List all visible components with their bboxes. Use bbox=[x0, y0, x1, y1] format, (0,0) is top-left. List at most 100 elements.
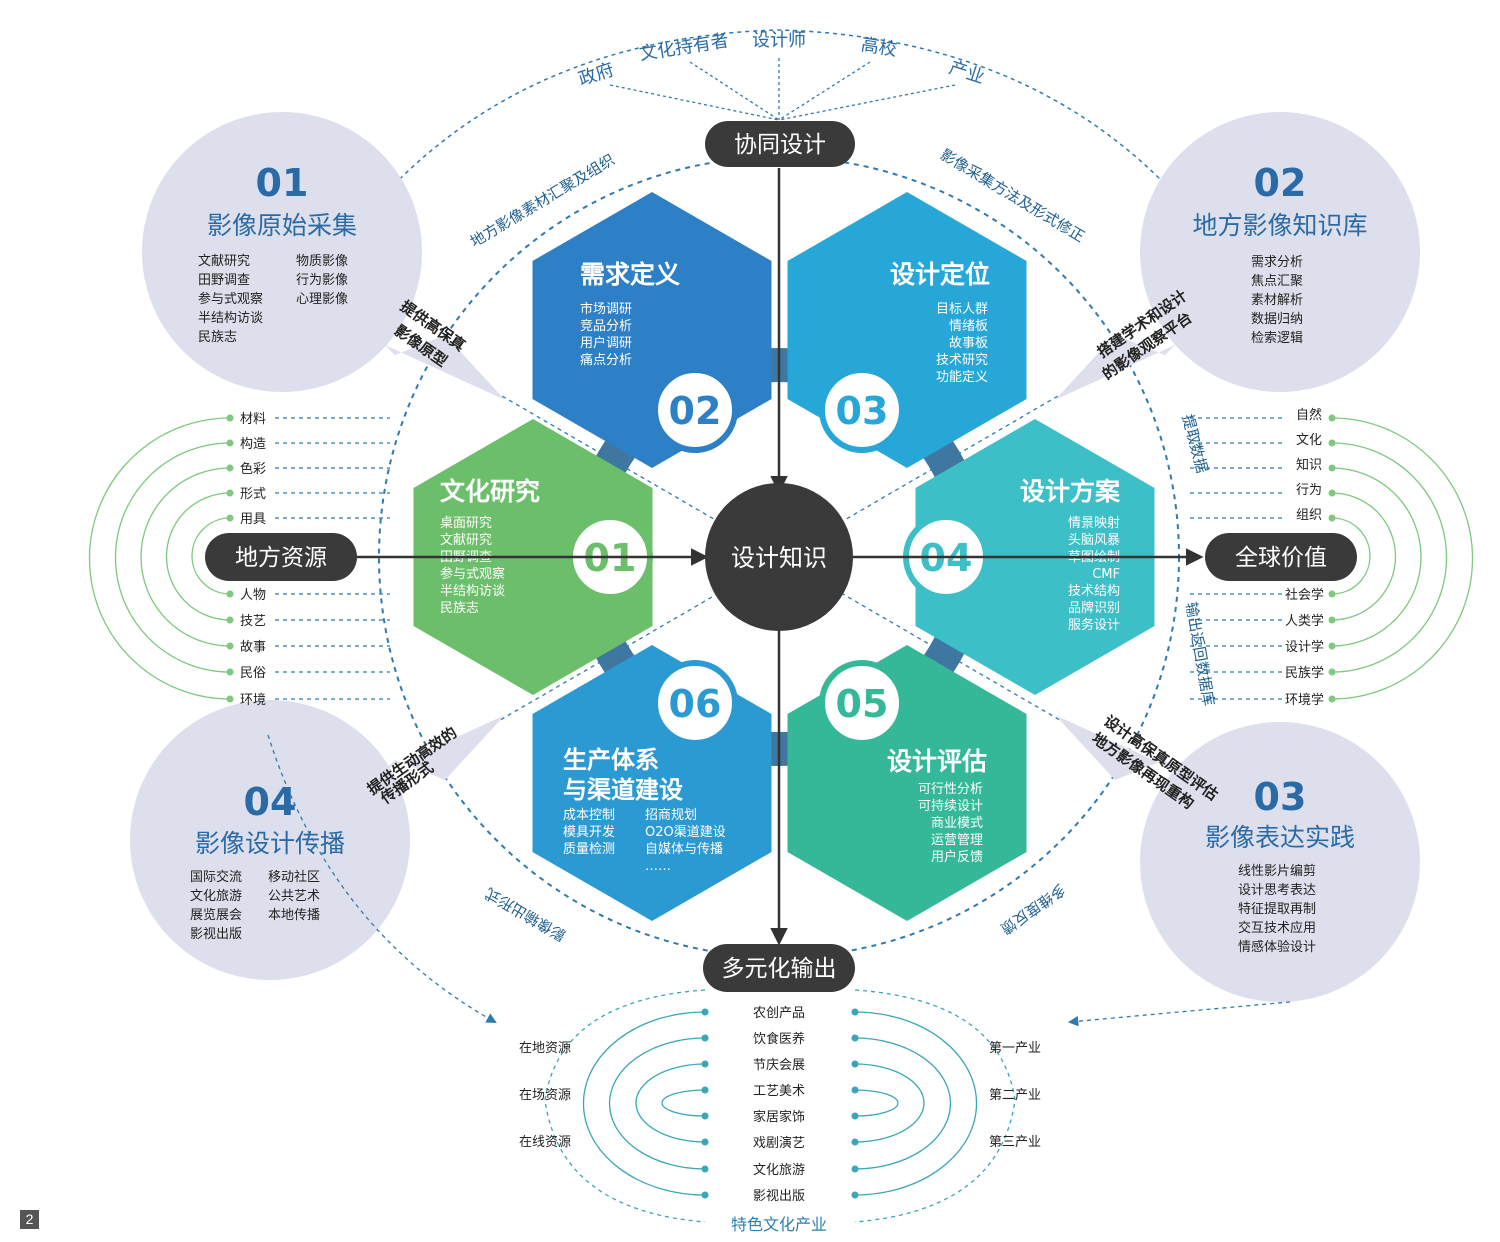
hexagon-05-item: 商业模式 bbox=[931, 816, 983, 831]
figure-number-badge: 2 bbox=[20, 1210, 39, 1229]
bubble-list-item: 交互技术应用 bbox=[1238, 920, 1316, 936]
bottom-resource-item: 在地资源 bbox=[519, 1041, 571, 1056]
hexagon-04-item: 技术结构 bbox=[1068, 584, 1120, 599]
bubble-list-item: 国际交流 bbox=[190, 869, 242, 885]
hexagon-05-item: 可持续设计 bbox=[918, 799, 983, 814]
left-resource-item: 用具 bbox=[240, 512, 266, 527]
bubble-list-item: 田野调查 bbox=[198, 273, 250, 288]
hexagon-06-title-line2: 与渠道建设 bbox=[563, 776, 683, 804]
bubble-02-bg bbox=[1140, 112, 1420, 392]
bubble-list-item: 本地传播 bbox=[268, 908, 320, 923]
bottom-resource-item: 在线资源 bbox=[519, 1135, 571, 1150]
right-value-item: 文化 bbox=[1296, 433, 1322, 448]
hexagon-03-item: 目标人群 bbox=[936, 302, 988, 317]
bubble-list-item: 情感体验设计 bbox=[1238, 939, 1316, 955]
hexagon-01-item: 民族志 bbox=[440, 600, 479, 616]
hexagon-06-item: 自媒体与传播 bbox=[645, 842, 723, 857]
bottom-concentric-arcs bbox=[544, 989, 1016, 1223]
left-resource-item: 环境 bbox=[240, 693, 266, 708]
top-outer-arc bbox=[269, 29, 1291, 371]
bubble-01-num: 01 bbox=[256, 161, 309, 205]
bubble-list-item: 设计思考表达 bbox=[1238, 883, 1316, 898]
hexagon-06-item: 质量检测 bbox=[563, 842, 615, 857]
bubble-list-item: 检索逻辑 bbox=[1251, 331, 1303, 346]
bottom-industry-item: 农创产品 bbox=[753, 1006, 805, 1021]
bottom-resource-item: 在场资源 bbox=[519, 1088, 571, 1103]
arc-label-right-lower: 输出返回数据库 bbox=[1182, 601, 1218, 708]
hexagon-04-title: 设计方案 bbox=[1020, 477, 1121, 506]
bubble-02-title: 地方影像知识库 bbox=[1192, 211, 1367, 240]
bubble-list-item: 民族志 bbox=[198, 329, 237, 345]
hexagon-05-item: 可行性分析 bbox=[918, 782, 983, 797]
right-value-item: 自然 bbox=[1296, 407, 1322, 423]
arc-label-right-upper: 提取数据 bbox=[1178, 412, 1211, 475]
bubble-list-item: 影视出版 bbox=[190, 927, 242, 942]
bubble-list-item: 心理影像 bbox=[296, 292, 348, 307]
arc-label-bottom-right: 多维度反馈 bbox=[997, 880, 1069, 938]
hexagon-04-item: 情景映射 bbox=[1068, 515, 1120, 531]
left-concentric-arcs bbox=[88, 414, 234, 703]
right-hub-pill: 全球价值 bbox=[1205, 533, 1357, 581]
bottom-industry-item: 影视出版 bbox=[753, 1189, 805, 1204]
collab-label: 协同设计 bbox=[734, 132, 826, 158]
hexagon-03-item: 故事板 bbox=[949, 336, 988, 351]
left-resource-item: 故事 bbox=[240, 640, 266, 655]
bottom-footer-label: 特色文化产业 bbox=[731, 1215, 827, 1234]
hexagon-06-item: …… bbox=[645, 859, 671, 874]
bubble-list-item: 文献研究 bbox=[198, 254, 250, 269]
hexagon-06-item: 招商规划 bbox=[645, 808, 697, 823]
bubble-list-item: 半结构访谈 bbox=[198, 311, 263, 326]
bottom-industry-item: 工艺美术 bbox=[753, 1084, 805, 1099]
hex-number-02: 02 bbox=[669, 389, 722, 433]
bubble-02-num: 02 bbox=[1254, 161, 1307, 205]
hexagon-02-item: 竞品分析 bbox=[580, 318, 632, 334]
hex-number-badge-02: 02 bbox=[652, 367, 738, 453]
bubble-03-bg bbox=[1140, 722, 1420, 1002]
right-value-item: 设计学 bbox=[1285, 639, 1324, 655]
hexagon-02-item: 痛点分析 bbox=[580, 352, 632, 368]
bubble-04-num: 04 bbox=[244, 780, 297, 824]
bubble-04-bg bbox=[130, 700, 410, 980]
axis-lines bbox=[355, 168, 1204, 946]
hexagon-06-item: 成本控制 bbox=[563, 808, 615, 823]
hex-number-06: 06 bbox=[669, 682, 722, 726]
bubble-list-item: 物质影像 bbox=[296, 254, 348, 269]
right-hub-label: 全球价值 bbox=[1235, 545, 1327, 571]
bubble-01-title: 影像原始采集 bbox=[207, 211, 357, 240]
bottom-sector-item: 第二产业 bbox=[989, 1088, 1041, 1103]
arrow-shape-02 bbox=[1055, 335, 1175, 400]
hexagon-04-item: CMF bbox=[1092, 567, 1120, 582]
feedback-arrow-right bbox=[1067, 1001, 1291, 1027]
bubble-list-item: 特征提取再制 bbox=[1238, 901, 1316, 917]
bubble-list-item: 行为影像 bbox=[296, 273, 348, 288]
left-resource-item: 材料 bbox=[240, 412, 266, 427]
left-resource-item: 构造 bbox=[240, 437, 266, 452]
left-hub-pill: 地方资源 bbox=[205, 533, 357, 581]
bubble-list-item: 展览展会 bbox=[190, 907, 242, 923]
left-leader-lines bbox=[275, 417, 390, 700]
bubble-04-title: 影像设计传播 bbox=[195, 829, 345, 858]
hexagon-01-item: 半结构访谈 bbox=[440, 584, 505, 599]
left-resource-item: 民俗 bbox=[240, 666, 266, 681]
hexagon-06-item: O2O渠道建设 bbox=[645, 825, 726, 840]
left-resource-item: 色彩 bbox=[240, 461, 266, 477]
bubble-list-item: 需求分析 bbox=[1251, 255, 1303, 270]
hex-number-badge-06: 06 bbox=[652, 660, 738, 746]
stakeholder-lines bbox=[609, 58, 956, 121]
right-value-item: 行为 bbox=[1296, 483, 1322, 498]
bubble-list-item: 移动社区 bbox=[268, 869, 320, 885]
bubble-list-item: 文化旅游 bbox=[190, 889, 242, 904]
hexagon-05-item: 运营管理 bbox=[931, 833, 983, 848]
bubble-list-item: 公共艺术 bbox=[268, 889, 320, 904]
collab-pill: 协同设计 bbox=[705, 121, 855, 167]
left-resource-item: 人物 bbox=[240, 588, 266, 603]
arrow-shape-01 bbox=[385, 335, 505, 400]
hex-number-05: 05 bbox=[836, 682, 889, 726]
